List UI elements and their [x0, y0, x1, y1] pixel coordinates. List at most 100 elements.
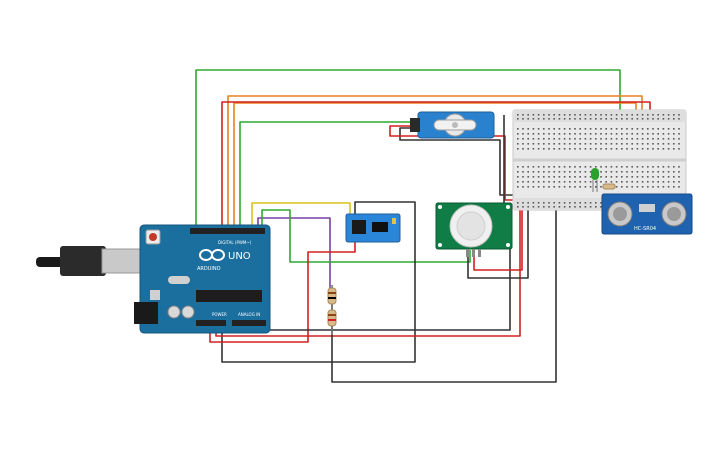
wire-red-bottom[interactable] — [209, 240, 356, 343]
breadboard-hole — [569, 166, 571, 168]
breadboard-hole — [621, 128, 623, 130]
breadboard-hole — [543, 171, 545, 173]
arduino-digital-header: DIGITAL (PWM~) — [218, 240, 252, 245]
wire-green-servo[interactable] — [239, 121, 412, 228]
breadboard-hole — [615, 118, 618, 120]
breadboard-hole — [527, 176, 529, 178]
breadboard-hole — [667, 128, 670, 130]
breadboard-hole — [589, 206, 592, 208]
wire-purple[interactable] — [257, 217, 331, 290]
breadboard-hole — [641, 118, 644, 120]
breadboard-hole — [532, 171, 535, 173]
breadboard-hole — [532, 166, 535, 168]
resistor-1[interactable] — [327, 287, 337, 305]
breadboard-hole — [647, 148, 649, 150]
breadboard-hole — [553, 171, 555, 173]
breadboard-hole — [626, 143, 628, 145]
breadboard-hole — [589, 148, 592, 150]
power-jack — [134, 302, 158, 324]
breadboard-hole — [569, 114, 571, 116]
wire-pir-leg-2[interactable] — [473, 205, 523, 271]
pir-sensor[interactable] — [435, 202, 513, 257]
led-green[interactable] — [591, 168, 616, 192]
wire-black-wifi[interactable] — [221, 201, 416, 363]
breadboard-hole — [548, 186, 550, 188]
breadboard-hole — [584, 114, 587, 116]
breadboard-hole — [667, 166, 670, 168]
breadboard-hole — [621, 138, 623, 140]
breadboard-hole — [558, 181, 561, 183]
breadboard-hole — [647, 166, 649, 168]
breadboard-hole — [605, 133, 607, 135]
breadboard-hole — [543, 186, 545, 188]
wifi-module[interactable] — [345, 213, 401, 243]
breadboard-hole — [532, 133, 535, 135]
breadboard-hole — [579, 202, 581, 204]
breadboard-hole — [615, 171, 618, 173]
breadboard-hole — [589, 138, 592, 140]
breadboard-hole — [667, 148, 670, 150]
breadboard-hole — [579, 181, 581, 183]
breadboard-hole — [553, 138, 555, 140]
resistor-2[interactable] — [327, 309, 337, 327]
ultrasonic-sensor[interactable]: HC-SR04 — [601, 193, 693, 235]
breadboard-hole — [678, 133, 680, 135]
breadboard-hole — [621, 166, 623, 168]
breadboard-hole — [595, 206, 597, 208]
breadboard-hole — [673, 176, 675, 178]
breadboard-hole — [641, 186, 644, 188]
breadboard-hole — [532, 118, 535, 120]
breadboard-hole — [636, 114, 639, 116]
breadboard-hole — [548, 143, 550, 145]
breadboard-hole — [589, 128, 592, 130]
breadboard-hole — [605, 143, 607, 145]
breadboard-hole — [558, 114, 561, 116]
breadboard-hole — [647, 133, 649, 135]
breadboard-hole — [600, 171, 602, 173]
breadboard-hole — [537, 128, 540, 130]
breadboard-hole — [621, 148, 623, 150]
wire-black-bottom[interactable] — [331, 205, 557, 383]
breadboard-hole — [589, 186, 592, 188]
breadboard-hole — [522, 166, 524, 168]
breadboard-hole — [595, 133, 597, 135]
breadboard-hole — [621, 133, 623, 135]
breadboard-hole — [584, 206, 587, 208]
breadboard-hole — [636, 118, 639, 120]
breadboard-hole — [532, 181, 535, 183]
arduino-uno-board[interactable]: UNO ARDUINO DIGITAL (PWM~) POWER ANALOG … — [36, 224, 271, 334]
breadboard-hole — [600, 114, 602, 116]
servo-motor[interactable] — [410, 111, 495, 139]
wire-green-pir[interactable] — [261, 209, 471, 263]
breadboard-hole — [678, 171, 680, 173]
breadboard-hole — [652, 148, 654, 150]
breadboard-hole — [678, 114, 680, 116]
breadboard-hole — [584, 176, 587, 178]
breadboard-hole — [631, 176, 633, 178]
wire-yellow-wifi[interactable] — [251, 202, 351, 228]
breadboard-hole — [543, 206, 545, 208]
breadboard-hole — [589, 176, 592, 178]
breadboard-hole — [631, 186, 633, 188]
breadboard-hole — [522, 186, 524, 188]
breadboard-hole — [657, 171, 659, 173]
breadboard-hole — [579, 171, 581, 173]
breadboard-hole — [615, 176, 618, 178]
breadboard-hole — [631, 128, 633, 130]
breadboard-hole — [673, 171, 675, 173]
breadboard-hole — [667, 186, 670, 188]
breadboard-hole — [667, 143, 670, 145]
breadboard-hole — [579, 176, 581, 178]
breadboard-hole — [641, 138, 644, 140]
breadboard-hole — [641, 181, 644, 183]
breadboard-hole — [574, 181, 576, 183]
breadboard-hole — [569, 186, 571, 188]
breadboard-hole — [641, 133, 644, 135]
breadboard-hole — [626, 171, 628, 173]
breadboard-hole — [548, 166, 550, 168]
arduino-analog-header: ANALOG IN — [238, 312, 260, 317]
breadboard-hole — [610, 114, 613, 116]
breadboard-hole — [626, 114, 628, 116]
wire-pir-leg-1[interactable] — [467, 205, 529, 279]
breadboard-hole — [605, 138, 607, 140]
